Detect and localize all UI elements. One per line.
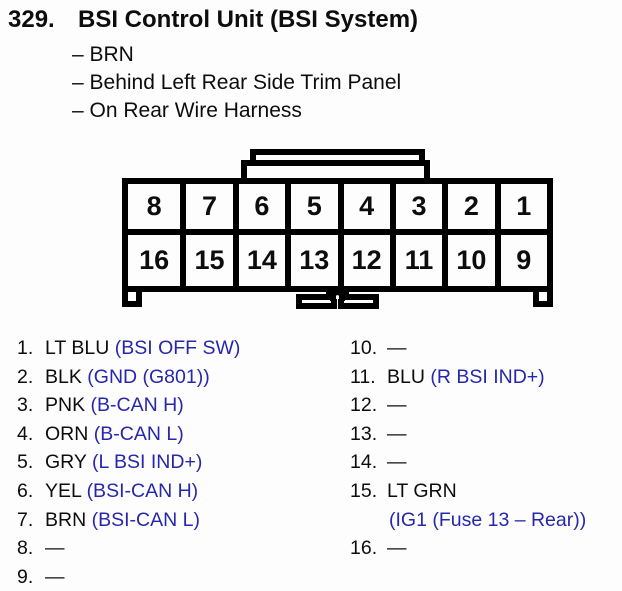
wire-color: — [45,565,65,588]
location-notes: – BRN – Behind Left Rear Side Trim Panel –… [72,41,401,125]
pin-row: 1. LT BLU (BSI OFF SW) [17,334,240,363]
connector-pin-cell: 8 [128,184,181,235]
connector-lock-tab-upper [250,149,425,160]
wire-color: — [387,422,407,445]
connector-pin-cell: 12 [337,235,390,286]
pin-number: 6. [17,479,34,502]
pin-number: 15. [350,479,378,502]
note-item: – Behind Left Rear Side Trim Panel [72,71,402,94]
connector-pin-cell: 5 [285,184,338,235]
pin-number: 13. [350,422,378,445]
pin-number: 10. [350,337,378,359]
wire-color: PNK [45,394,86,417]
pin-number: 8. [17,537,34,560]
pin-function-line2: (IG1 (Fuse 13 – Rear)) [389,508,587,531]
pin-function: (BSI-CAN H) [86,479,199,502]
connector-pin-cell: 14 [232,235,285,286]
connector-lock-tab-lower [241,160,430,178]
pin-row: 16. — [350,534,586,563]
pin-row: 2. BLK (GND (G801)) [17,363,240,392]
pin-row: 6. YEL (BSI-CAN H) [17,477,240,506]
note-item: – BRN [72,43,134,66]
wire-color: BLK [45,365,82,388]
pin-row: 9. — [17,563,240,591]
connector-pin-cell: 2 [442,184,495,235]
pin-function: (BSI OFF SW) [114,337,241,359]
pin-number: 11. [350,365,376,388]
pin-number: 1. [17,337,34,359]
wire-color: BRN [45,508,87,531]
wire-color: — [387,394,407,417]
pin-row: 10. — [350,334,586,363]
connector-pin-cell: 11 [389,235,442,286]
pin-function: (GND (G801)) [87,365,210,388]
pin-function: (B-CAN L) [93,422,184,445]
connector-pin-cell: 7 [180,184,233,235]
pin-function: (R BSI IND+) [430,365,545,388]
wire-color: LT BLU [45,337,110,359]
connector-keyway-icon [296,289,379,309]
connector-pin-cell: 9 [494,235,547,286]
connector-pin-cell: 16 [139,245,170,275]
connector-foot-left [122,292,142,307]
pin-list-right: 10. — 11. BLU (R BSI IND+) 12. — 13. — 14. — 15. LT… [350,334,586,563]
pin-number: 5. [17,451,34,474]
pin-row: 14. — [350,448,586,477]
connector-pin-cell: 15 [180,235,232,286]
wire-color: YEL [45,479,82,502]
wire-color: BLU [387,365,425,388]
pin-number: 9. [17,565,34,588]
pin-row: 8. — [17,534,240,563]
wire-color: — [45,537,65,560]
connector-pin-cell: 6 [232,184,286,235]
connector-pin-cell: 3 [389,184,443,235]
wire-color: — [387,537,407,560]
pin-row: 5. GRY (L BSI IND+) [17,448,240,477]
connector-pin-cell: 1 [494,184,547,235]
wire-color: — [387,337,407,359]
note-item: – On Rear Wire Harness [72,99,302,122]
pin-row: 4. ORN (B-CAN L) [17,420,240,449]
pin-number: 4. [17,422,34,445]
page-title: 329. BSI Control Unit (BSI System) [8,6,418,34]
wire-color: LT GRN [387,479,457,502]
connector-pin-cell: 13 [285,235,337,286]
connector-foot-right [533,292,553,307]
wire-color: GRY [45,451,87,474]
pin-list-left: 1. LT BLU (BSI OFF SW) 2. BLK (GND (G801)) 3… [17,334,240,591]
pin-row: 15. LT GRN [350,477,586,506]
pin-number: 12. [350,394,378,417]
pin-function: (B-CAN H) [90,394,184,417]
pin-function: (L BSI IND+) [91,451,203,474]
section-number: 329. [8,6,55,33]
wire-color: ORN [45,422,89,445]
pin-number: 14. [350,451,378,474]
connector-pin-cell: 4 [337,184,390,235]
pin-row: 12. — [350,391,586,420]
connector-pin-cell: 10 [442,235,494,286]
pin-row: 11. BLU (R BSI IND+) [350,363,586,392]
wire-color: — [387,451,407,474]
title-text: BSI Control Unit (BSI System) [78,6,419,33]
pin-number: 16. [350,537,378,560]
pin-row: 7. BRN (BSI-CAN L) [17,506,240,535]
pin-number: 3. [17,394,34,417]
pin-row: 13. — [350,420,586,449]
pin-function: (BSI-CAN L) [91,508,200,531]
pin-number: 7. [17,508,34,531]
pin-row: 3. PNK (B-CAN H) [17,391,240,420]
pin-number: 2. [17,365,34,388]
